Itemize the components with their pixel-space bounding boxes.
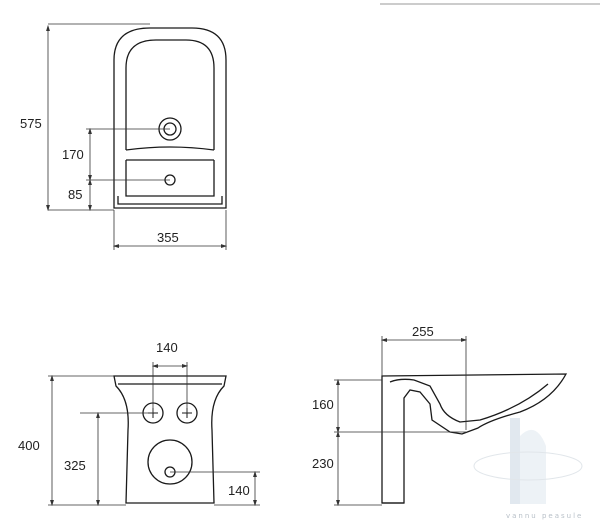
top-height-upper-label: 170 xyxy=(62,147,84,162)
front-height-total-label: 400 xyxy=(18,438,40,453)
top-view-dimensions xyxy=(46,23,228,250)
side-view-dimensions xyxy=(334,336,468,507)
top-view-outline xyxy=(113,27,227,209)
top-view-bowl xyxy=(125,39,215,150)
top-view-base xyxy=(117,196,223,205)
top-view xyxy=(113,27,227,209)
front-bottom-hole-label: 140 xyxy=(228,483,250,498)
top-view-seat-step xyxy=(125,146,215,197)
front-view-outlet xyxy=(147,439,193,485)
watermark-text: vannu peasule xyxy=(506,512,583,520)
front-view-dimensions xyxy=(48,362,260,507)
top-height-lower-label: 85 xyxy=(68,187,82,202)
top-width-label: 355 xyxy=(157,230,179,245)
side-view-inner-bowl xyxy=(389,378,549,423)
front-holes-spacing-label: 140 xyxy=(156,340,178,355)
front-view xyxy=(113,375,227,504)
front-view-outline xyxy=(113,375,227,504)
side-height-upper-label: 160 xyxy=(312,397,334,412)
watermark-logo xyxy=(473,418,583,504)
side-depth-label: 255 xyxy=(412,324,434,339)
side-view-outline xyxy=(381,373,568,504)
top-height-total-label: 575 xyxy=(20,116,42,131)
front-height-holes-label: 325 xyxy=(64,458,86,473)
side-height-lower-label: 230 xyxy=(312,456,334,471)
side-view xyxy=(381,373,568,504)
front-view-crosses xyxy=(148,408,192,418)
